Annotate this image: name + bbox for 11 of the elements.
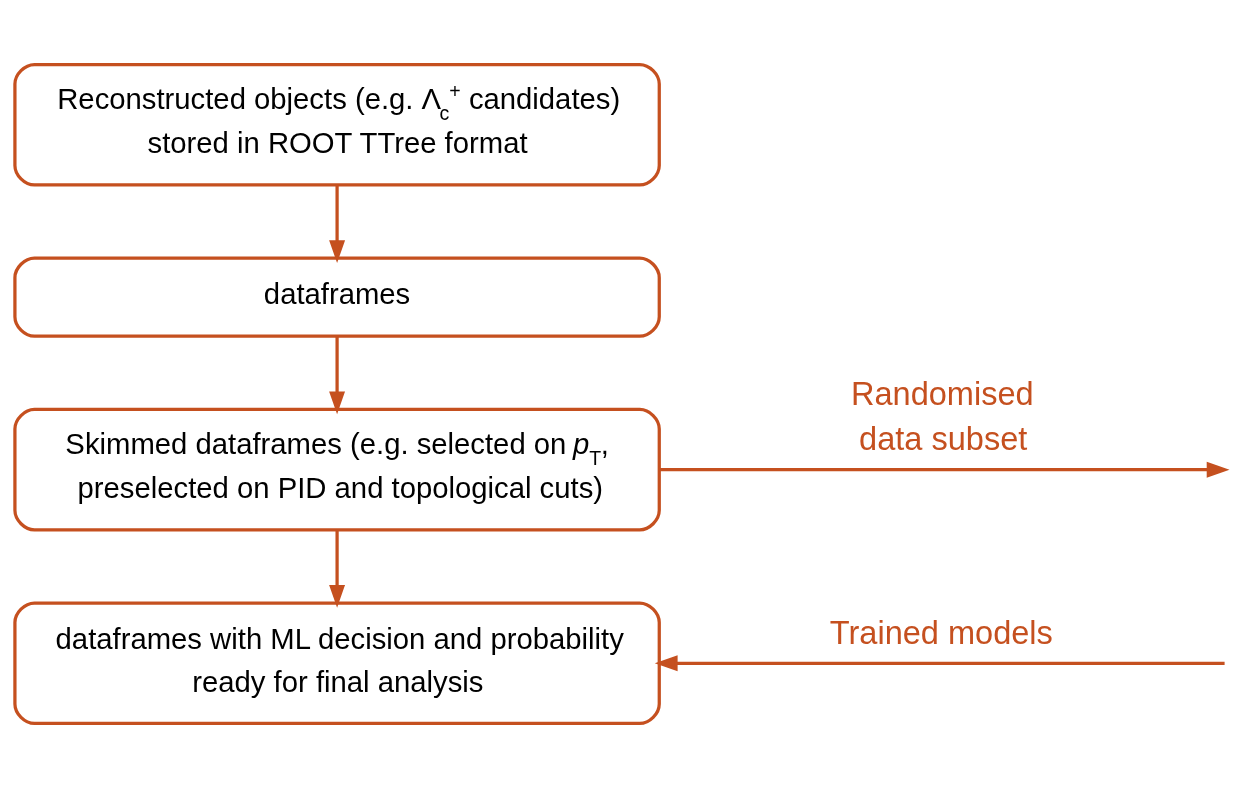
node-box: Reconstructed objects (e.g. Λ$_{c}$$^{+}$ candidates) stored in ROOT TTree format	[13, 62, 661, 187]
arrow	[659, 461, 1230, 478]
node-box: dataframes with ML decision and probability ready for final analysis	[13, 601, 661, 726]
node-box: Skimmed dataframes (e.g. selected on p$_{T}$, preselected on PID and topological cuts)	[13, 407, 661, 532]
arrow	[329, 529, 346, 608]
arrow	[654, 655, 1225, 672]
edge-label: Trained models	[829, 614, 1053, 651]
arrow	[329, 336, 346, 415]
edge-label: Randomised data subset	[850, 375, 1034, 458]
arrow	[329, 185, 346, 264]
node-box: dataframes	[13, 256, 661, 338]
